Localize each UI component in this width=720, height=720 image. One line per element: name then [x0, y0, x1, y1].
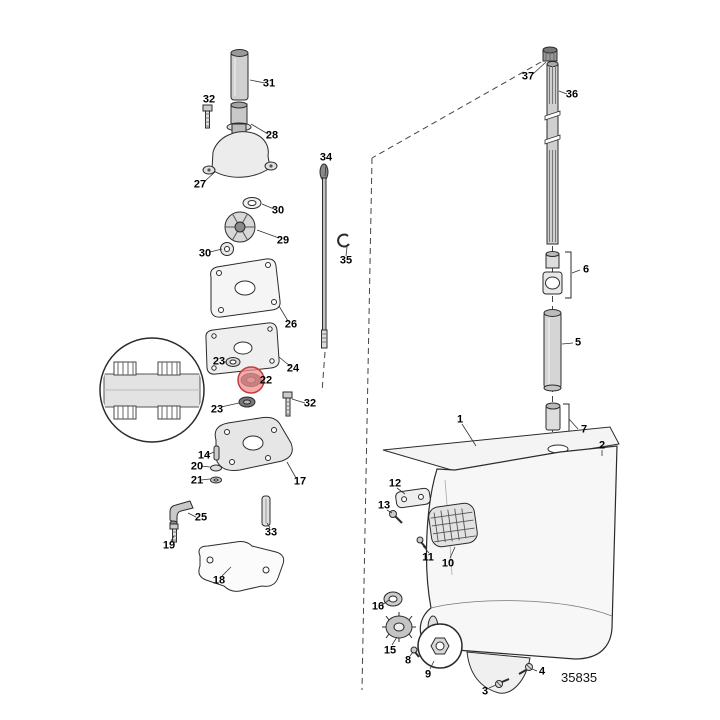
- callout-31-0: 31: [262, 77, 276, 90]
- callout-5-26: 5: [574, 336, 582, 349]
- part-37-nut: [542, 46, 558, 62]
- part-27-water-pump-housing: [202, 123, 278, 178]
- drawing-number: 35835: [561, 670, 598, 685]
- callout-1-29: 1: [456, 413, 464, 426]
- callout-26-7: 26: [284, 318, 298, 331]
- callout-28-2: 28: [265, 129, 279, 142]
- part-21-washer: [210, 476, 222, 484]
- callout-24-8: 24: [286, 362, 300, 375]
- part-7-bushing: [545, 402, 570, 433]
- part-5-driveshaft-sleeve: [543, 309, 562, 392]
- part-1-gearcase-housing: [382, 426, 620, 694]
- callout-10-33: 10: [441, 557, 455, 570]
- callout-8-36: 8: [404, 654, 412, 667]
- part-19-bolt: [169, 523, 179, 543]
- part-18-base-gasket: [198, 541, 285, 592]
- callout-22-10: 22: [259, 374, 273, 387]
- part-29-impeller: [224, 211, 256, 243]
- part-32-bolt-lower: [282, 391, 293, 417]
- part-13-screw: [389, 510, 403, 524]
- callout-6-25: 6: [582, 263, 590, 276]
- part-31-driveshaft-tube: [230, 49, 249, 101]
- part-17-pump-base: [214, 416, 293, 471]
- callout-33-18: 33: [264, 526, 278, 539]
- part-14-stud: [213, 445, 220, 461]
- part-32-bolt-upper: [202, 104, 213, 129]
- part-23-seal-lower: [238, 396, 256, 408]
- callout-13-31: 13: [377, 499, 391, 512]
- part-25-water-tube-elbow: [169, 500, 194, 526]
- part-36-driveshaft: [544, 61, 561, 245]
- callout-16-34: 16: [371, 600, 385, 613]
- part-6-bearing-assembly: [542, 251, 572, 299]
- callout-12-30: 12: [388, 477, 402, 490]
- part-24-wear-plate: [205, 322, 280, 375]
- magnifier-inset-bearing: [99, 337, 205, 443]
- callout-30-6: 30: [198, 247, 212, 260]
- callout-leader-lines: [170, 61, 603, 689]
- callout-2-28: 2: [598, 439, 606, 452]
- callout-32-12: 32: [303, 397, 317, 410]
- part-10-water-intake-screen: [428, 502, 478, 548]
- callout-35-22: 35: [339, 254, 353, 267]
- callout-14-13: 14: [197, 449, 211, 462]
- callout-25-17: 25: [194, 511, 208, 524]
- part-8-screw: [410, 646, 420, 658]
- highlight-part-22[interactable]: [237, 366, 265, 394]
- part-20-washer: [210, 464, 222, 472]
- callout-27-3: 27: [193, 178, 207, 191]
- part-33-pin: [261, 495, 271, 527]
- callout-23-11: 23: [210, 403, 224, 416]
- callout-17-16: 17: [293, 475, 307, 488]
- callout-36-24: 36: [565, 88, 579, 101]
- part-16-bearing: [383, 591, 403, 607]
- part-3-screw: [495, 678, 510, 688]
- callout-20-14: 20: [190, 460, 204, 473]
- callout-34-21: 34: [319, 151, 333, 164]
- part-30-seal-upper: [242, 197, 262, 209]
- callout-19-19: 19: [162, 539, 176, 552]
- callout-30-4: 30: [271, 204, 285, 217]
- callout-4-38: 4: [538, 665, 546, 678]
- callout-32-1: 32: [202, 93, 216, 106]
- callout-23-9: 23: [212, 355, 226, 368]
- callout-37-23: 37: [521, 70, 535, 83]
- part-4-screw: [518, 663, 533, 675]
- callout-9-37: 9: [424, 668, 432, 681]
- part-11-screw: [416, 536, 427, 549]
- callout-15-35: 15: [383, 644, 397, 657]
- callout-18-20: 18: [212, 574, 226, 587]
- part-26-gasket-plate: [210, 258, 281, 318]
- callout-29-5: 29: [276, 234, 290, 247]
- part-35-retainer-clip: [337, 233, 350, 248]
- callout-3-39: 3: [481, 685, 489, 698]
- callout-7-27: 7: [580, 423, 588, 436]
- part-15-pinion-gear: [382, 612, 416, 642]
- callout-11-32: 11: [422, 551, 434, 564]
- callout-21-15: 21: [190, 474, 204, 487]
- magnifier-inset-nut: [417, 623, 463, 669]
